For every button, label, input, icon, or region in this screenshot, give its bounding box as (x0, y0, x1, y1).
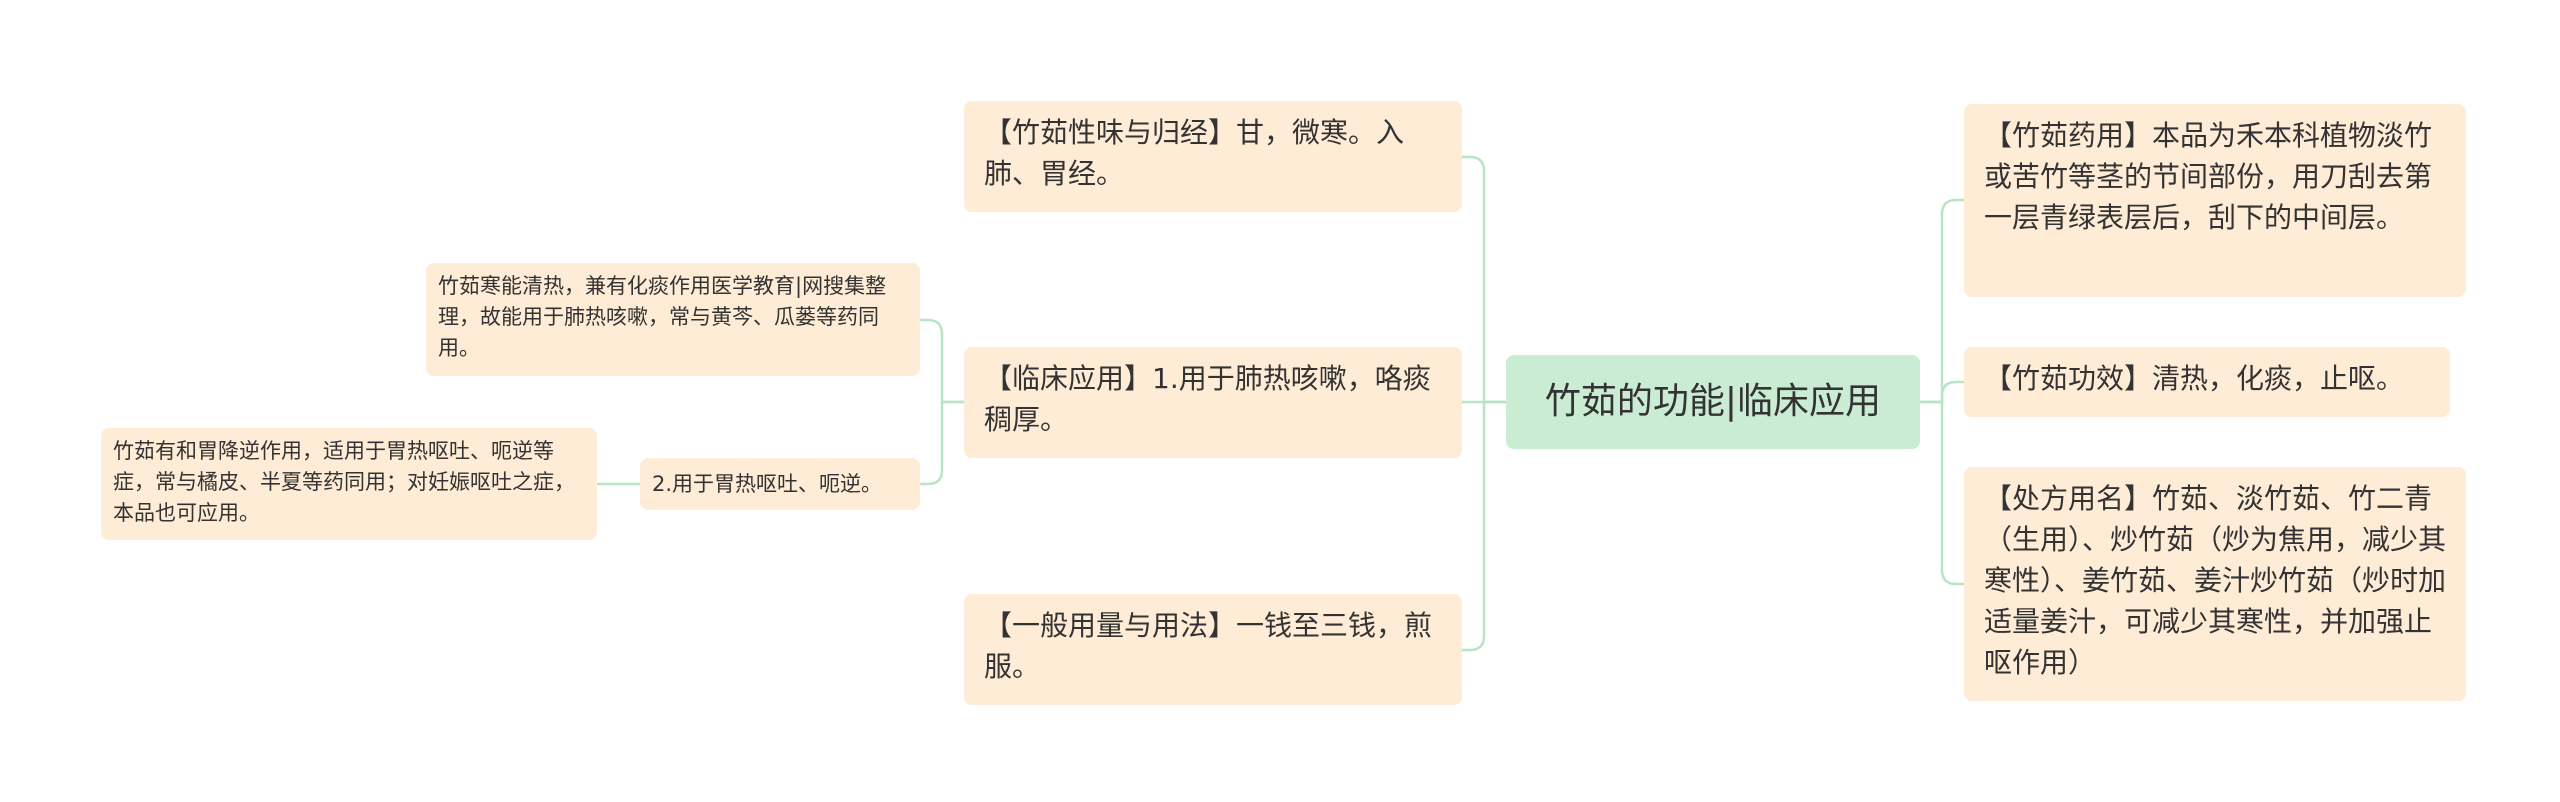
clinical-stomach-heat-detail[interactable]: 竹茹有和胃降逆作用，适用于胃热呕吐、呃逆等症，常与橘皮、半夏等药同用；对妊娠呕吐… (101, 428, 597, 540)
left-branch-dosage[interactable]: 【一般用量与用法】一钱至三钱，煎服。 (964, 594, 1462, 705)
connector-clinical-to-lung (918, 318, 966, 404)
clinical-lung-heat-detail[interactable]: 竹茹寒能清热，兼有化痰作用医学教育|网搜集整理，故能用于肺热咳嗽，常与黄芩、瓜蒌… (426, 263, 920, 376)
left-branch-nature-meridian[interactable]: 【竹茹性味与归经】甘，微寒。入肺、胃经。 (964, 101, 1462, 212)
right-branch-efficacy[interactable]: 【竹茹功效】清热，化痰，止呕。 (1964, 347, 2450, 417)
connector-root-to-source (1918, 198, 1966, 404)
connector-clinical-to-stomach (918, 400, 966, 486)
connector-root-to-dosage (1460, 400, 1508, 652)
right-branch-medicinal-source[interactable]: 【竹茹药用】本品为禾本科植物淡竹或苦竹等茎的节间部份，用刀刮去第一层青绿表层后，… (1964, 104, 2466, 297)
connector-root-to-names (1918, 400, 1966, 586)
root-topic[interactable]: 竹茹的功能|临床应用 (1506, 355, 1920, 449)
clinical-stomach-heat[interactable]: 2.用于胃热呕吐、呃逆。 (640, 458, 920, 510)
right-branch-prescription-names[interactable]: 【处方用名】竹茹、淡竹茹、竹二青（生用）、炒竹茹（炒为焦用，减少其寒性）、姜竹茹… (1964, 467, 2466, 701)
connector-root-to-nature (1460, 155, 1508, 404)
connector-root-to-efficacy (1918, 380, 1966, 404)
left-branch-clinical-use[interactable]: 【临床应用】1.用于肺热咳嗽，咯痰稠厚。 (964, 347, 1462, 458)
